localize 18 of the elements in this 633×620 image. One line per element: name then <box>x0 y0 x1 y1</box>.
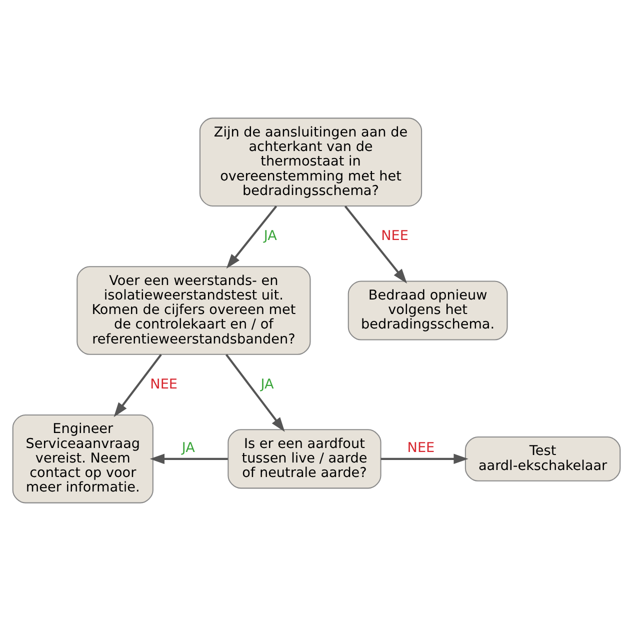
node-box: Bedraad opnieuw volgens het bedradingsschema. <box>348 280 508 340</box>
node-box: Engineer Serviceaanvraag vereist. Neem contact op voor meer informatie. <box>12 414 154 503</box>
edge-label: JA <box>260 376 274 392</box>
arrow <box>380 453 468 464</box>
arrow <box>114 354 162 417</box>
edge-label: NEE <box>150 376 178 392</box>
arrow <box>226 205 278 268</box>
edge-label: JA <box>264 227 277 244</box>
arrow <box>226 354 285 432</box>
edge-label: JA <box>182 440 195 456</box>
node-box: Zijn de aansluitingen aan de achterkant van de thermostaat in overeenstemming met het bedradingsschema? <box>199 117 422 206</box>
node-box: Voer een weerstands- en isolatieweerstandstest uit. Komen de cijfers overeen met de controlekaart en / of referentieweerstandsbanden? <box>76 266 311 354</box>
node-box: Test aardl-ekschakelaar <box>464 436 621 481</box>
arrow <box>150 453 228 464</box>
edge-label: NEE <box>407 440 435 456</box>
node-box: Is er een aardfout tussen live / aarde of neutrale aarde? <box>228 428 382 488</box>
arrow <box>344 205 407 283</box>
edge-label: NEE <box>381 227 408 244</box>
